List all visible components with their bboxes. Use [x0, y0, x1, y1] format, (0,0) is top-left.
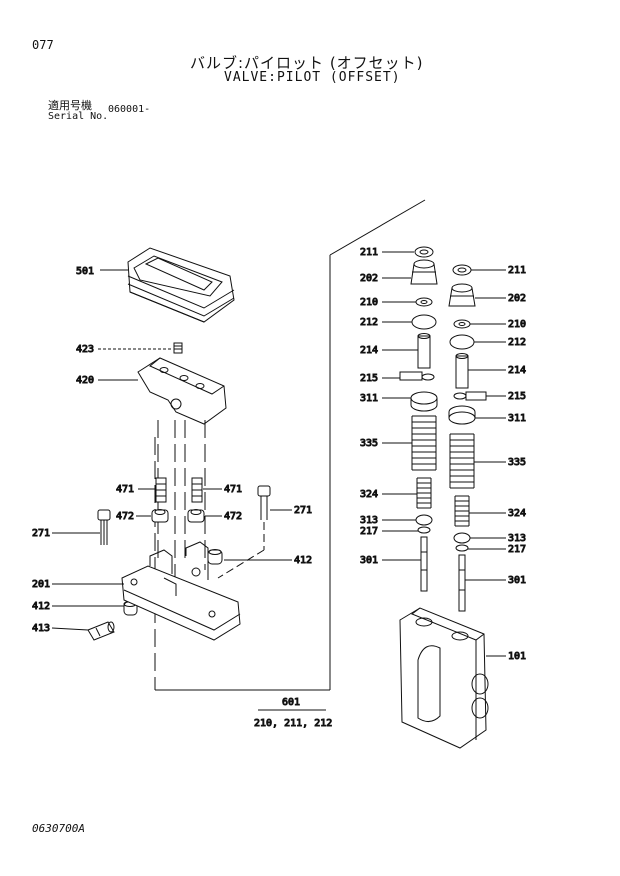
- callout-201: 201: [32, 579, 50, 590]
- footer-code: 0630700A: [32, 822, 85, 835]
- callout-r211: 211: [508, 265, 526, 276]
- callout-r313: 313: [508, 533, 526, 544]
- callout-l212: 212: [360, 317, 378, 328]
- title-japanese: バルブ:パイロット (オフセット): [190, 54, 424, 72]
- callout-r324: 324: [508, 508, 526, 519]
- callout-101: 101: [508, 651, 526, 662]
- part-420-cam: [137, 357, 227, 425]
- callout-l211: 211: [360, 247, 378, 258]
- callout-472-right: 472: [224, 511, 242, 522]
- callout-472-left: 472: [116, 511, 134, 522]
- kit-601-number: 601: [282, 697, 300, 708]
- callout-r217: 217: [508, 544, 526, 555]
- callout-471-left: 471: [116, 484, 134, 495]
- callout-l217: 217: [360, 526, 378, 537]
- title-english: VALVE:PILOT (OFFSET): [224, 70, 401, 85]
- callout-l324: 324: [360, 489, 378, 500]
- callout-412-right: 412: [294, 555, 312, 566]
- right-valve-column: [448, 264, 487, 612]
- part-271-left: [97, 509, 111, 545]
- part-423-nipple: [173, 342, 183, 354]
- callout-471-right: 471: [224, 484, 242, 495]
- serial-label-english: Serial No.: [48, 111, 109, 122]
- callout-501: 501: [76, 266, 94, 277]
- serial-value: 060001-: [108, 104, 151, 115]
- callout-r311: 311: [508, 413, 526, 424]
- part-501-boot: [127, 247, 235, 323]
- callout-271-left: 271: [32, 528, 50, 539]
- callout-l202: 202: [360, 273, 378, 284]
- bolt-axis-2: [217, 549, 265, 579]
- callout-r215: 215: [508, 391, 526, 402]
- callout-271-right: 271: [294, 505, 312, 516]
- callout-l301: 301: [360, 555, 378, 566]
- callout-l210: 210: [360, 297, 378, 308]
- part-471-right: [191, 477, 203, 503]
- callout-l215: 215: [360, 373, 378, 384]
- kit-601: 601 210, 211, 212: [254, 697, 333, 730]
- leader-413: [51, 627, 89, 631]
- callout-l335: 335: [360, 438, 378, 449]
- part-471-left: [155, 477, 167, 503]
- callout-423: 423: [76, 344, 94, 355]
- callout-r210: 210: [508, 319, 526, 330]
- part-271-right: [257, 485, 271, 520]
- dashed-connectors: [157, 420, 206, 580]
- callout-r301: 301: [508, 575, 526, 586]
- callout-420: 420: [76, 375, 94, 386]
- left-valve-column: [399, 246, 438, 592]
- page-number: 077: [32, 38, 54, 52]
- part-412-right: [207, 549, 223, 565]
- callout-413: 413: [32, 623, 50, 634]
- part-472-left: [151, 509, 169, 523]
- callout-l313: 313: [360, 515, 378, 526]
- callout-r212: 212: [508, 337, 526, 348]
- callout-r335: 335: [508, 457, 526, 468]
- callout-r202: 202: [508, 293, 526, 304]
- part-101-body: [399, 607, 489, 749]
- callout-412-left: 412: [32, 601, 50, 612]
- part-472-right: [187, 509, 205, 523]
- callout-r214: 214: [508, 365, 526, 376]
- part-413-bushing: [87, 621, 115, 641]
- assembly-outline: [154, 199, 426, 691]
- kit-601-contents: 210, 211, 212: [254, 718, 332, 729]
- callout-l214: 214: [360, 345, 378, 356]
- part-201-plate: [121, 541, 241, 641]
- serial-label-japanese: 適用号機: [48, 99, 92, 112]
- callout-l311: 311: [360, 393, 378, 404]
